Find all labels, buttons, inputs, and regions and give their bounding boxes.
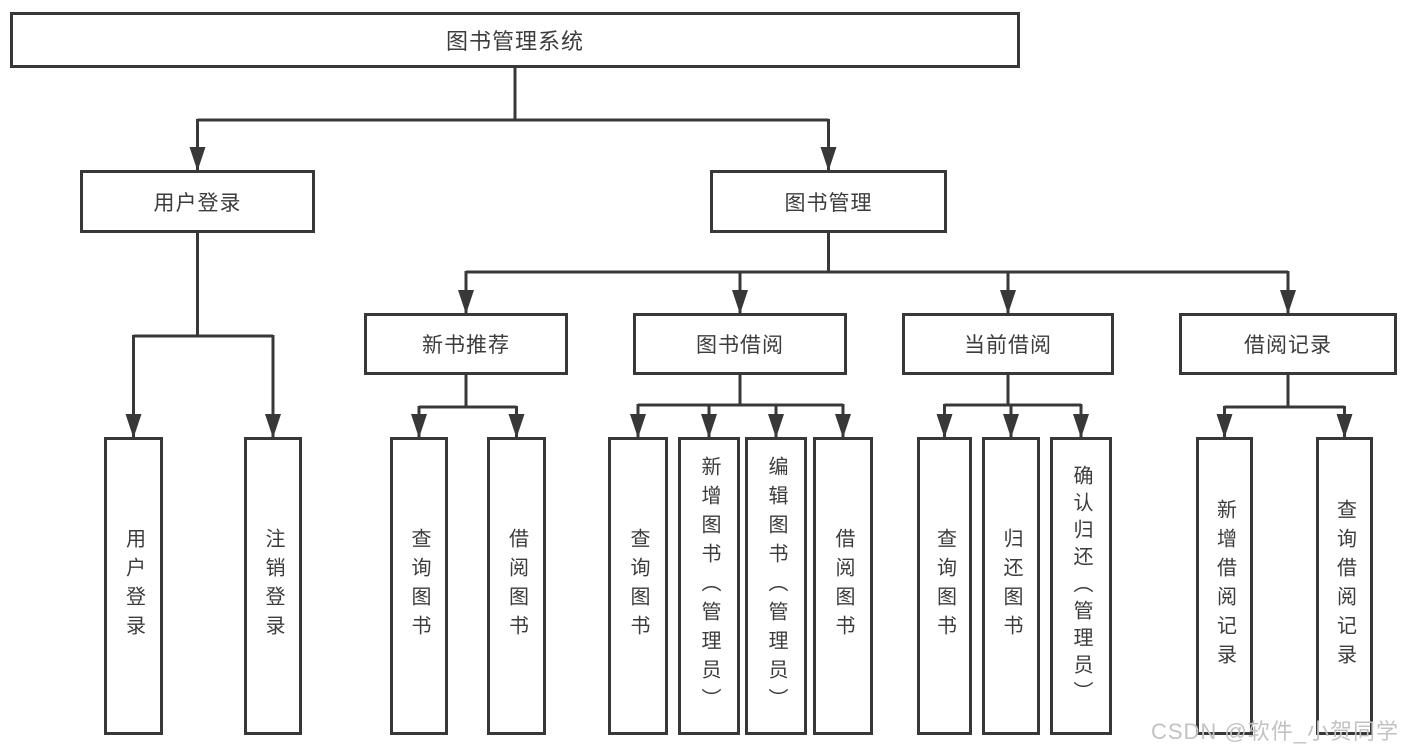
- node-label: 用户登录: [153, 191, 242, 215]
- node-label: 查询图书: [408, 528, 430, 644]
- node-label: 图书管理系统: [445, 29, 584, 54]
- leaf-add-borrow-record: 新增借阅记录: [1196, 437, 1253, 735]
- node-label: 新增借阅记录: [1213, 499, 1236, 673]
- node-library-system: 图书管理系统: [10, 12, 1020, 68]
- node-book-management: 图书管理: [710, 170, 947, 233]
- leaf-return-books: 归还图书: [982, 437, 1040, 735]
- leaf-user-login: 用户登录: [104, 437, 163, 735]
- node-book-borrowing: 图书借阅: [633, 313, 847, 375]
- leaf-borrow-books-recommend: 借阅图书: [487, 437, 546, 735]
- node-new-book-recommendation: 新书推荐: [364, 313, 568, 375]
- node-label: 注销登录: [262, 528, 284, 644]
- node-borrowing-records: 借阅记录: [1179, 313, 1397, 375]
- leaf-borrow-books-borrowing: 借阅图书: [813, 437, 873, 735]
- node-label: 图书借阅: [696, 334, 784, 357]
- leaf-query-books-current: 查询图书: [917, 437, 972, 735]
- node-label: 确认归还（管理员）: [1070, 464, 1092, 708]
- node-label: 图书管理: [784, 191, 873, 215]
- leaf-logout-login: 注销登录: [244, 437, 302, 735]
- node-label: 新增图书（管理员）: [698, 455, 720, 717]
- node-label: 查询图书: [933, 528, 956, 644]
- node-label: 查询图书: [627, 528, 649, 644]
- node-user-login: 用户登录: [80, 170, 315, 233]
- leaf-confirm-return-admin: 确认归还（管理员）: [1050, 437, 1112, 735]
- node-label: 新书推荐: [422, 334, 510, 357]
- node-label: 借阅图书: [505, 528, 528, 644]
- node-label: 查询借阅记录: [1333, 499, 1356, 673]
- leaf-query-borrow-record: 查询借阅记录: [1316, 437, 1373, 735]
- node-label: 编辑图书（管理员）: [765, 455, 787, 717]
- leaf-query-books-borrowing: 查询图书: [608, 437, 668, 735]
- node-label: 借阅图书: [832, 528, 854, 644]
- leaf-query-books-recommend: 查询图书: [390, 437, 448, 735]
- node-label: 用户登录: [122, 528, 145, 644]
- leaf-add-book-admin: 新增图书（管理员）: [678, 437, 740, 735]
- node-label: 当前借阅: [964, 334, 1052, 357]
- node-label: 归还图书: [1000, 528, 1022, 644]
- node-label: 借阅记录: [1244, 334, 1332, 357]
- leaf-edit-book-admin: 编辑图书（管理员）: [745, 437, 807, 735]
- node-current-borrowing: 当前借阅: [902, 313, 1114, 375]
- watermark: CSDN @软件_小贺同学: [1150, 719, 1399, 744]
